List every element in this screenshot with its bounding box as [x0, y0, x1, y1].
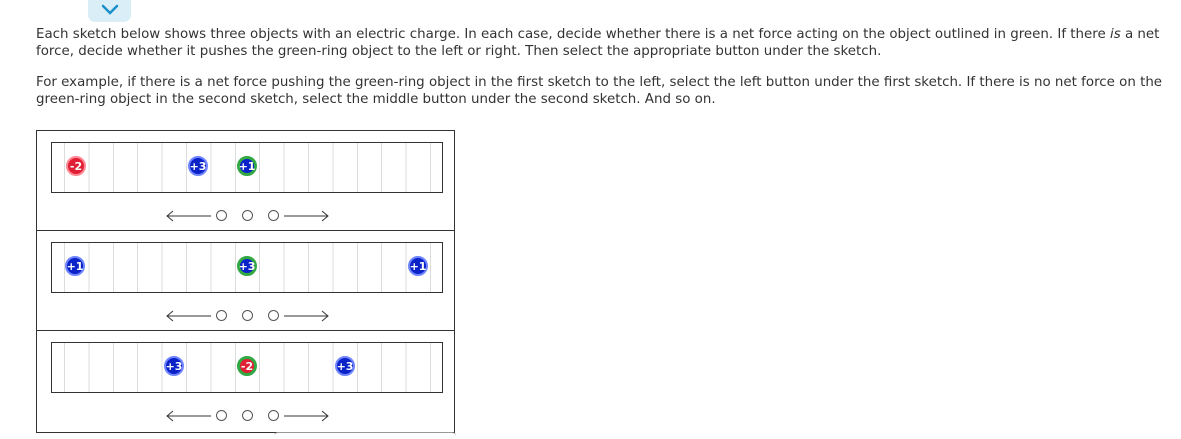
instruction-paragraph-2: For example, if there is a net force pus…: [36, 75, 1163, 107]
answer-row: [160, 405, 330, 427]
answer-row: [160, 305, 330, 327]
right-arrow-icon: [284, 410, 329, 422]
target-charge-object: +1: [237, 156, 257, 176]
radio-no-net-force[interactable]: [242, 310, 253, 321]
charge-object: +3: [335, 356, 355, 376]
charge-object: +3: [188, 156, 208, 176]
collapse-toggle-button[interactable]: [88, 0, 131, 22]
charge-object: -2: [66, 156, 86, 176]
right-arrow-icon: [284, 310, 329, 322]
instruction-paragraph-1: Each sketch below shows three objects wi…: [36, 27, 1160, 59]
left-arrow-icon: [166, 210, 211, 222]
instructions: Each sketch below shows three objects wi…: [36, 26, 1176, 122]
radio-push-right[interactable]: [268, 410, 279, 421]
answer-row: [160, 205, 330, 227]
radio-push-left[interactable]: [216, 210, 227, 221]
target-charge-object: +3: [237, 256, 257, 276]
charge-object: +1: [65, 256, 85, 276]
radio-push-right[interactable]: [268, 310, 279, 321]
charge-object: +3: [164, 356, 184, 376]
sketch-track: +3 -2 +3: [51, 342, 443, 393]
charge-object: +1: [408, 256, 428, 276]
sketch-track: +1 +3 +1: [51, 242, 443, 293]
radio-push-left[interactable]: [216, 310, 227, 321]
sketch-2: +1 +3 +1: [37, 231, 454, 331]
left-arrow-icon: [166, 410, 211, 422]
next-button-edge[interactable]: [274, 432, 456, 439]
radio-push-left[interactable]: [216, 410, 227, 421]
sketch-1: -2 +3 +1: [37, 131, 454, 231]
radio-no-net-force[interactable]: [242, 410, 253, 421]
sketch-panel: -2 +3 +1 +1 +3 +1 +3 -2: [36, 130, 455, 433]
right-arrow-icon: [284, 210, 329, 222]
radio-push-right[interactable]: [268, 210, 279, 221]
sketch-track: -2 +3 +1: [51, 142, 443, 193]
chevron-down-icon: [101, 4, 119, 15]
sketch-3: +3 -2 +3: [37, 331, 454, 431]
left-arrow-icon: [166, 310, 211, 322]
target-charge-object: -2: [237, 356, 257, 376]
radio-no-net-force[interactable]: [242, 210, 253, 221]
